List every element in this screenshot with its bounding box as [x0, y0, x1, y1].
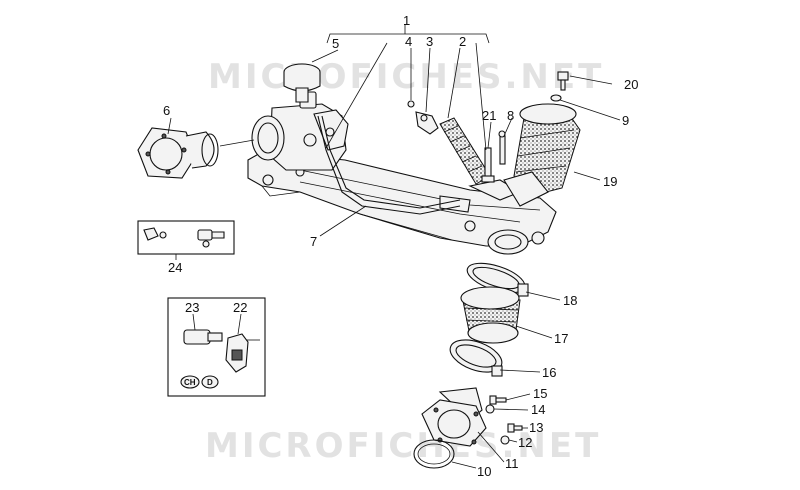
callout-20: 20	[624, 77, 638, 92]
part-4-screw	[407, 48, 415, 108]
part-3-bracket	[415, 47, 439, 135]
callout-12: 12	[518, 435, 532, 450]
callout-14: 14	[531, 402, 545, 417]
callout-labels: 1 2 3 4 5 6 7 8 9 10 11 12 13 14 15 16 1…	[163, 13, 638, 479]
part-7-rod	[317, 115, 461, 215]
leader-lines	[167, 42, 621, 469]
inset-22-23: CH D	[167, 297, 266, 397]
callout-24: 24	[168, 260, 182, 275]
part-11-intake-flange	[421, 387, 487, 447]
country-code-d: D	[207, 378, 213, 387]
callout-18: 18	[563, 293, 577, 308]
part-16-clamp	[449, 339, 503, 377]
part-15-bolt	[489, 395, 507, 405]
callout-11: 11	[505, 456, 519, 471]
callout-16: 16	[542, 365, 556, 380]
callout-17: 17	[554, 331, 568, 346]
watermark-bottom: MICROFICHES.NET	[205, 426, 601, 466]
part-10-o-ring	[413, 439, 455, 469]
part-20-bolt	[557, 71, 569, 91]
part-21-bolt	[481, 147, 495, 183]
group-bracket-1	[326, 25, 490, 44]
callout-23: 23	[185, 300, 199, 315]
callout-8: 8	[507, 108, 514, 123]
callout-9: 9	[622, 113, 629, 128]
part-17-hose	[460, 286, 521, 344]
callout-19: 19	[603, 174, 617, 189]
callout-3: 3	[426, 34, 433, 49]
callout-6: 6	[163, 103, 170, 118]
country-code-ch: CH	[184, 378, 196, 387]
part-12-washer	[500, 435, 510, 445]
callout-10: 10	[477, 464, 491, 479]
callout-1: 1	[403, 13, 410, 28]
part-9-washer	[550, 94, 562, 102]
callout-22: 22	[233, 300, 247, 315]
watermark-top: MICROFICHES.NET	[208, 57, 604, 97]
callout-21: 21	[482, 108, 496, 123]
part-19-air-hose	[503, 103, 581, 207]
callout-4: 4	[405, 34, 412, 49]
callout-7: 7	[310, 234, 317, 249]
inset-24	[137, 220, 235, 255]
part-5-valve	[283, 63, 321, 103]
part-6-intake-flange	[137, 127, 255, 179]
callout-2: 2	[459, 34, 466, 49]
callout-13: 13	[529, 420, 543, 435]
callout-5: 5	[332, 36, 339, 51]
frame-outlet	[487, 229, 529, 255]
part-14-washer	[485, 404, 495, 414]
callout-15: 15	[533, 386, 547, 401]
